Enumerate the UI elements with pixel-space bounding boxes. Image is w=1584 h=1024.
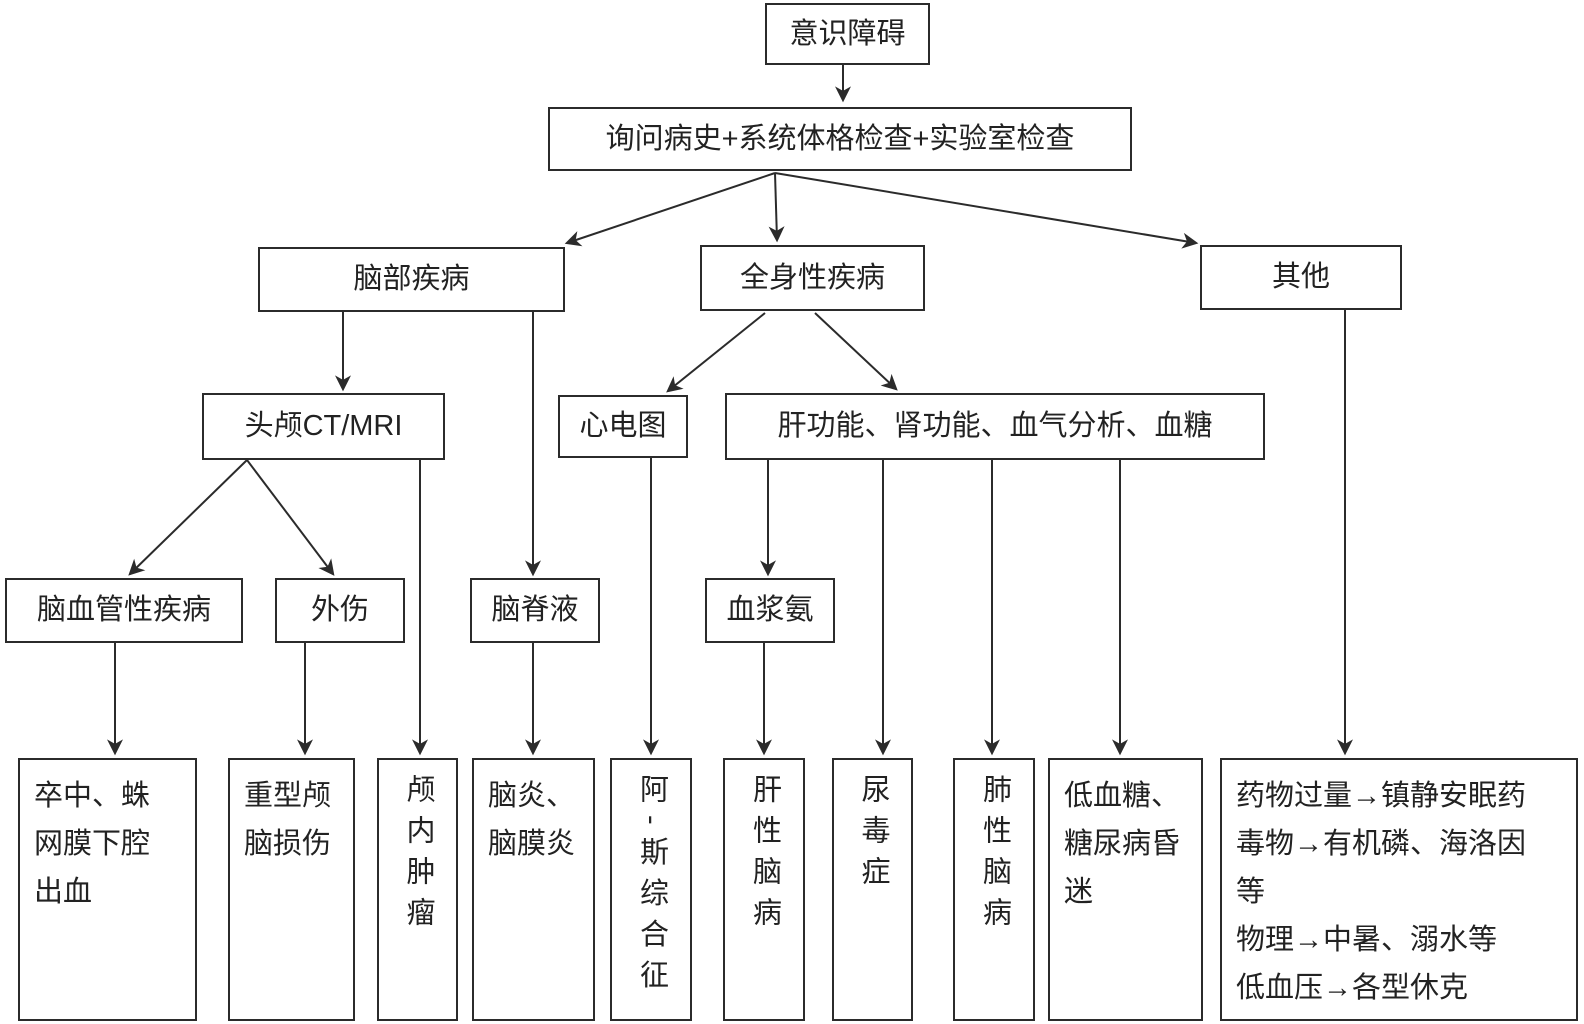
node-consciousness-label: 意识障碍 xyxy=(789,17,906,50)
node-csf: 脑脊液 xyxy=(470,578,600,643)
node-uremia-label: 尿毒症 xyxy=(857,774,889,897)
node-adams-stokes-label: 阿-斯综合征 xyxy=(635,774,668,1001)
node-hypoglycemia-diabetic-coma: 低血糖、 糖尿病昏 迷 xyxy=(1048,758,1203,1021)
node-other-causes-line: 毒物→有机磷、海洛因 xyxy=(1236,828,1527,860)
node-intracranial-tumor-label: 颅内肿瘤 xyxy=(402,774,434,938)
node-systemic-disease-label: 全身性疾病 xyxy=(739,261,885,294)
arrow-exam-to-other xyxy=(774,172,1199,249)
node-exam: 询问病史+系统体格检查+实验室检查 xyxy=(548,107,1132,171)
node-hepatic-encephalopathy-label: 肝性脑病 xyxy=(748,774,781,938)
node-pulmonary-encephalopathy: 肺性脑病 xyxy=(953,758,1035,1021)
node-cerebrovascular-label: 脑血管性疾病 xyxy=(36,594,211,627)
node-hypoglycemia-line: 迷 xyxy=(1064,876,1094,908)
node-uremia: 尿毒症 xyxy=(832,758,913,1021)
node-stroke-sah: 卒中、蛛 网膜下腔 出血 xyxy=(18,758,197,1021)
node-adams-stokes: 阿-斯综合征 xyxy=(610,758,692,1021)
node-other-causes-line: 物理→中暑、溺水等 xyxy=(1236,924,1498,956)
node-encephalitis-meningitis-line: 脑膜炎 xyxy=(488,828,576,860)
node-trauma: 外伤 xyxy=(275,578,405,643)
node-lab-panel: 肝功能、肾功能、血气分析、血糖 xyxy=(725,393,1265,460)
node-plasma-ammonia: 血浆氨 xyxy=(705,578,835,643)
node-severe-head-injury-line: 脑损伤 xyxy=(244,828,332,860)
node-hepatic-encephalopathy: 肝性脑病 xyxy=(723,758,805,1021)
node-severe-head-injury-line: 重型颅 xyxy=(244,780,332,812)
node-hypoglycemia-line: 低血糖、 xyxy=(1064,780,1181,812)
node-head-ct-mri-label: 头颅CT/MRI xyxy=(244,410,403,443)
node-brain-disease: 脑部疾病 xyxy=(258,247,565,312)
node-stroke-sah-line: 网膜下腔 xyxy=(34,828,151,860)
node-pulmonary-encephalopathy-label: 肺性脑病 xyxy=(978,774,1011,938)
node-encephalitis-meningitis: 脑炎、 脑膜炎 xyxy=(472,758,595,1021)
node-plasma-ammonia-label: 血浆氨 xyxy=(726,594,814,627)
arrow-ct-to-cerebrovascular xyxy=(128,459,248,576)
node-other-causes-line: 药物过量→镇静安眠药 xyxy=(1236,780,1527,812)
arrow-ct-to-trauma xyxy=(246,459,335,576)
arrow-exam-to-systemic xyxy=(768,172,785,243)
node-other: 其他 xyxy=(1200,245,1402,310)
node-cerebrovascular: 脑血管性疾病 xyxy=(5,578,243,643)
node-stroke-sah-line: 出血 xyxy=(34,876,93,908)
arrow-systemic-to-labs xyxy=(814,312,898,391)
node-other-causes-line: 等 xyxy=(1236,876,1266,908)
node-stroke-sah-line: 卒中、蛛 xyxy=(34,780,151,812)
node-csf-label: 脑脊液 xyxy=(491,594,579,627)
node-other-causes: 药物过量→镇静安眠药 毒物→有机磷、海洛因 等 物理→中暑、溺水等 低血压→各型… xyxy=(1220,758,1578,1021)
node-brain-disease-label: 脑部疾病 xyxy=(353,263,470,296)
node-intracranial-tumor: 颅内肿瘤 xyxy=(377,758,458,1021)
node-ecg-label: 心电图 xyxy=(579,410,667,443)
node-encephalitis-meningitis-line: 脑炎、 xyxy=(488,780,576,812)
node-ecg: 心电图 xyxy=(558,395,688,458)
node-head-ct-mri: 头颅CT/MRI xyxy=(202,393,445,460)
node-severe-head-injury: 重型颅 脑损伤 xyxy=(228,758,355,1021)
node-trauma-label: 外伤 xyxy=(310,594,369,627)
node-hypoglycemia-line: 糖尿病昏 xyxy=(1064,828,1181,860)
node-exam-label: 询问病史+系统体格检查+实验室检查 xyxy=(605,122,1075,155)
node-other-causes-line: 低血压→各型休克 xyxy=(1236,972,1469,1004)
arrow-exam-to-brain xyxy=(564,172,776,247)
node-systemic-disease: 全身性疾病 xyxy=(700,245,925,311)
arrow-systemic-to-ecg xyxy=(666,312,766,393)
node-lab-panel-label: 肝功能、肾功能、血气分析、血糖 xyxy=(777,410,1213,443)
node-consciousness: 意识障碍 xyxy=(765,3,930,65)
node-other-label: 其他 xyxy=(1271,261,1330,294)
